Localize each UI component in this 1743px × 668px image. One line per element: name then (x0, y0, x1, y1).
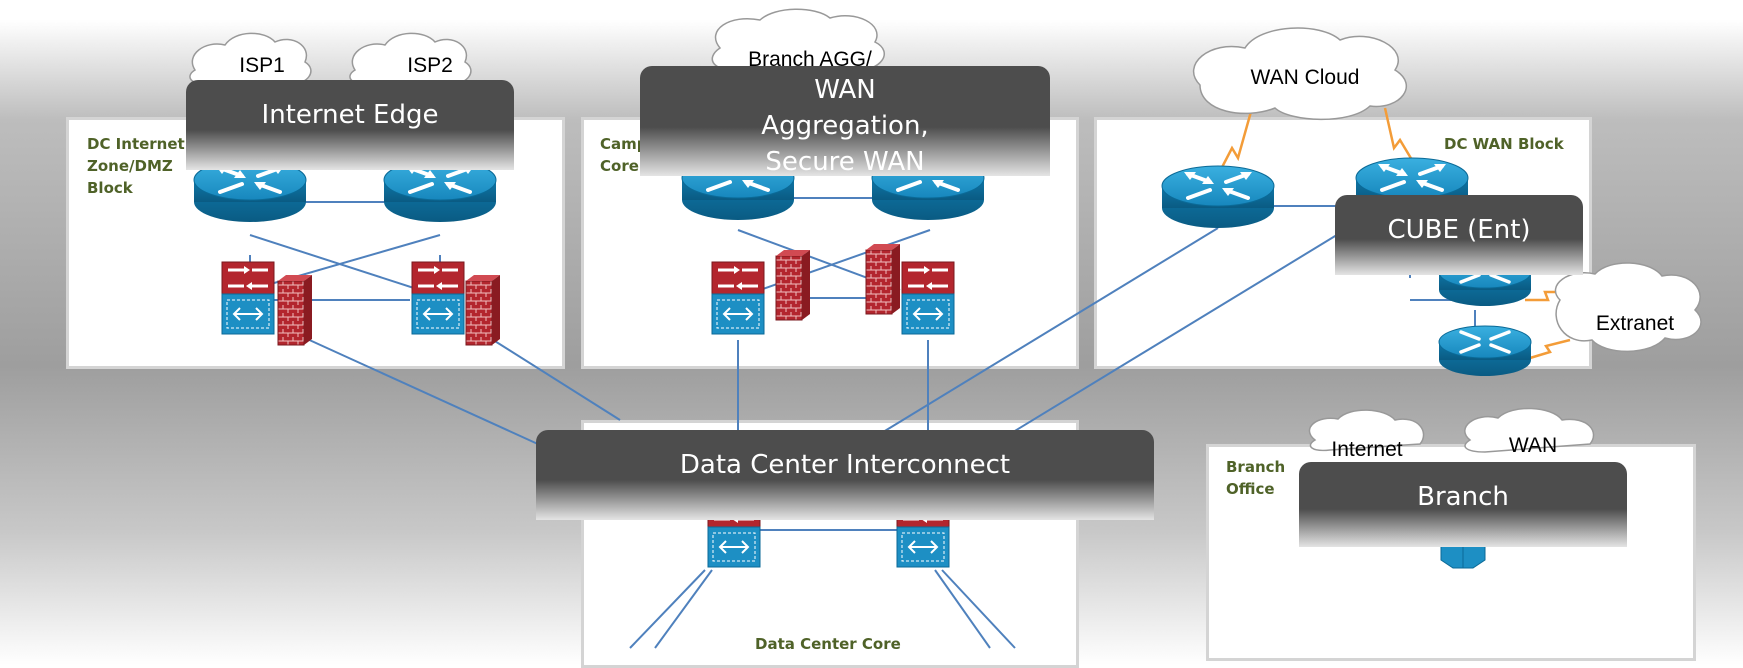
extranet-cloud-label: Extranet (1595, 312, 1675, 335)
wan-aggregation-title: WAN Aggregation, Secure WAN (761, 75, 929, 176)
internet-cloud-label: Internet (1331, 438, 1403, 461)
branch-banner: Branch (1299, 462, 1627, 547)
blue-links (249, 197, 1476, 649)
wan-aggregation-banner: WAN Aggregation, Secure WAN (640, 66, 1050, 176)
cube-banner: CUBE (Ent) (1335, 195, 1583, 275)
branch-title: Branch (1417, 482, 1509, 512)
branch-agg-cloud-label: Branch AGG/ (748, 48, 872, 71)
internet-edge-banner: Internet Edge (186, 80, 514, 170)
dc-wan-label: DC WAN Block (1444, 135, 1564, 153)
clouds (189, 8, 1702, 453)
isp2-cloud-label: ISP2 (407, 54, 453, 77)
internet-edge-title: Internet Edge (261, 100, 439, 130)
wan-cloud-label: WAN Cloud (1250, 66, 1360, 89)
wan-cloud-branch-label: WAN (1508, 434, 1558, 457)
dc-core-label: Data Center Core (755, 635, 901, 653)
isp1-cloud-label: ISP1 (239, 54, 285, 77)
dci-banner: Data Center Interconnect (536, 430, 1154, 520)
branch-office-label: Branch Office (1226, 458, 1286, 498)
dci-title: Data Center Interconnect (679, 450, 1011, 480)
dc-internet-label: DC Internet Zone/DMZ Block (87, 135, 185, 197)
cube-title: CUBE (Ent) (1387, 215, 1531, 245)
